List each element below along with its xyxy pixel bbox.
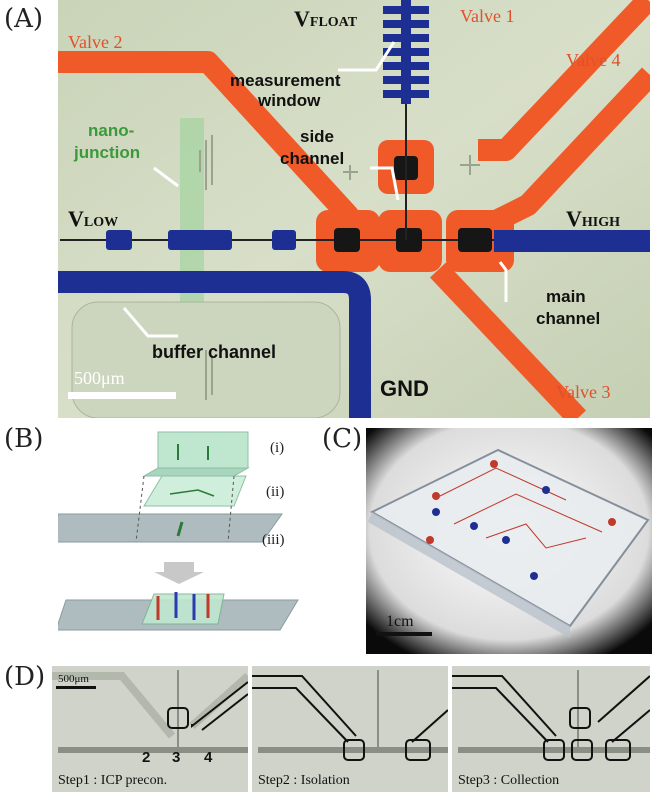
valve-chambers <box>334 156 492 252</box>
alignment-marks <box>199 135 480 400</box>
panel-c-photo: 1cm <box>366 428 652 654</box>
vfloat-label: VFLOAT <box>294 6 358 31</box>
nano-junction-label-1: nano- <box>88 121 134 140</box>
buffer-channel-shape <box>58 271 371 418</box>
measurement-window-label-1: measurement <box>230 71 341 90</box>
step1-active-valve <box>167 681 248 731</box>
valve3-label: Valve 3 <box>556 382 610 402</box>
panel-c-scalebar-label: 1cm <box>386 613 414 630</box>
step1-num3: 3 <box>172 749 180 766</box>
valve2-label: Valve 2 <box>68 32 122 52</box>
panel-d-scalebar-label: 500μm <box>58 673 89 685</box>
layer-i <box>142 431 250 477</box>
panel-label-d: (D) <box>4 662 46 692</box>
valve1-label: Valve 1 <box>460 6 514 26</box>
assembly-arrow <box>154 562 204 584</box>
panel-a-micrograph: Valve 2 Valve 1 Valve 4 Valve 3 VFLOAT V… <box>58 0 650 418</box>
assembled-ports <box>156 592 210 620</box>
main-channel-label-2: channel <box>536 309 600 328</box>
chip-ports <box>426 460 616 580</box>
leader-arrows <box>122 41 508 338</box>
vhigh-label: VHIGH <box>566 206 620 231</box>
nano-junction-label-2: junction <box>73 143 140 162</box>
panel-a-scalebar <box>68 392 176 399</box>
panel-label-c: (C) <box>322 424 363 454</box>
step1-num2: 2 <box>142 749 150 766</box>
step2-label: Step2 : Isolation <box>258 773 350 788</box>
side-channel-label-1: side <box>300 127 334 146</box>
measurement-window-label-2: window <box>257 91 321 110</box>
panel-d-step2: Step2 : Isolation <box>252 666 448 792</box>
panel-d-scalebar <box>56 686 96 689</box>
panel-a-scalebar-label: 500μm <box>74 368 125 388</box>
step2-active-valves <box>252 675 448 761</box>
alignment-guides <box>135 475 235 543</box>
panel-d-step3: Step3 : Collection <box>452 666 650 792</box>
assembled-chip <box>141 593 225 625</box>
panel-c-scalebar <box>376 632 432 636</box>
step1-num4: 4 <box>204 749 213 766</box>
layer-ii <box>143 475 247 507</box>
measurement-window-comb <box>383 0 429 104</box>
layer-i-label: (i) <box>270 440 284 456</box>
layer-iii-label: (iii) <box>262 532 285 548</box>
panel-label-b: (B) <box>4 424 44 454</box>
side-channel-label-2: channel <box>280 149 344 168</box>
pdms-chip-edge <box>368 512 570 638</box>
vlow-label: VLOW <box>68 206 118 231</box>
step3-label: Step3 : Collection <box>458 773 559 788</box>
main-channel-segments <box>106 230 650 252</box>
step1-label: Step1 : ICP precon. <box>58 773 167 788</box>
panel-b-exploded-view: (i) (ii) (iii) <box>58 431 299 631</box>
gnd-label: GND <box>380 376 429 401</box>
panel-d-step1: 2 3 4 Step1 : ICP precon. 500μm <box>52 666 248 792</box>
layer-iii <box>58 513 283 543</box>
panel-label-a: (A) <box>4 4 44 34</box>
layer-ii-label: (ii) <box>266 484 284 500</box>
layer-iii-junction <box>176 521 184 537</box>
buffer-channel-label: buffer channel <box>152 342 276 362</box>
main-channel-label-1: main <box>546 287 586 306</box>
valve4-label: Valve 4 <box>566 50 620 70</box>
step3-active-valves <box>452 675 650 761</box>
